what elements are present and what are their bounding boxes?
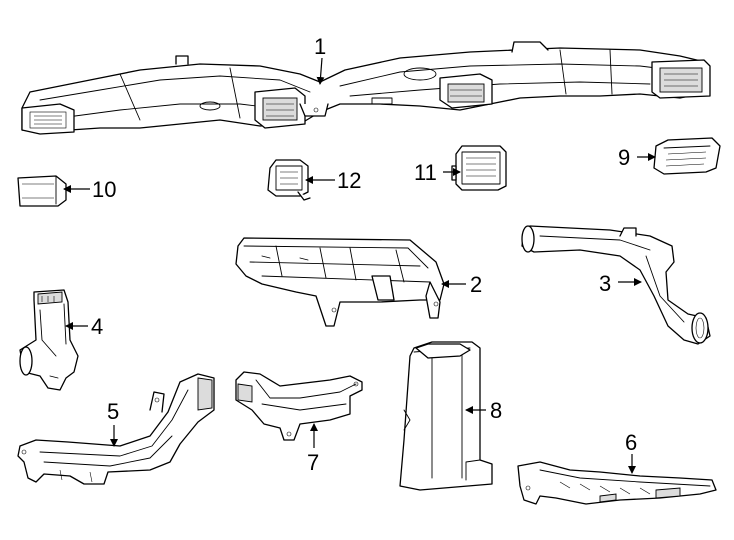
callout-2: 2	[470, 272, 482, 297]
part-1-main-duct	[21, 41, 711, 135]
callout-labels: 1 10 12 11 9 2 3 4 5 7 8 6	[91, 34, 637, 475]
callout-9: 9	[618, 145, 630, 170]
callout-8: 8	[490, 398, 502, 423]
part-10-outlet-bezel	[17, 175, 67, 207]
callout-3: 3	[599, 271, 611, 296]
leader-lines	[63, 57, 656, 474]
callout-7: 7	[307, 450, 319, 475]
part-11-sensor-module	[451, 145, 507, 191]
callout-5: 5	[107, 399, 119, 424]
part-8-vertical-duct	[399, 341, 493, 491]
part-5-floor-duct	[17, 373, 215, 485]
callout-1: 1	[314, 34, 326, 59]
part-12-connector	[267, 159, 311, 201]
part-4-duct-elbow	[19, 289, 79, 391]
callout-11: 11	[414, 160, 437, 185]
callout-10: 10	[92, 177, 116, 202]
callout-12: 12	[337, 168, 361, 193]
callout-6: 6	[625, 430, 637, 455]
part-2-bracket-housing	[235, 237, 445, 327]
part-9-module	[653, 137, 721, 175]
callout-4: 4	[91, 314, 103, 339]
part-7-duct-bracket	[235, 371, 363, 441]
part-3-curved-duct	[521, 225, 711, 345]
leader-1	[316, 57, 325, 85]
part-6-long-duct	[517, 461, 717, 505]
